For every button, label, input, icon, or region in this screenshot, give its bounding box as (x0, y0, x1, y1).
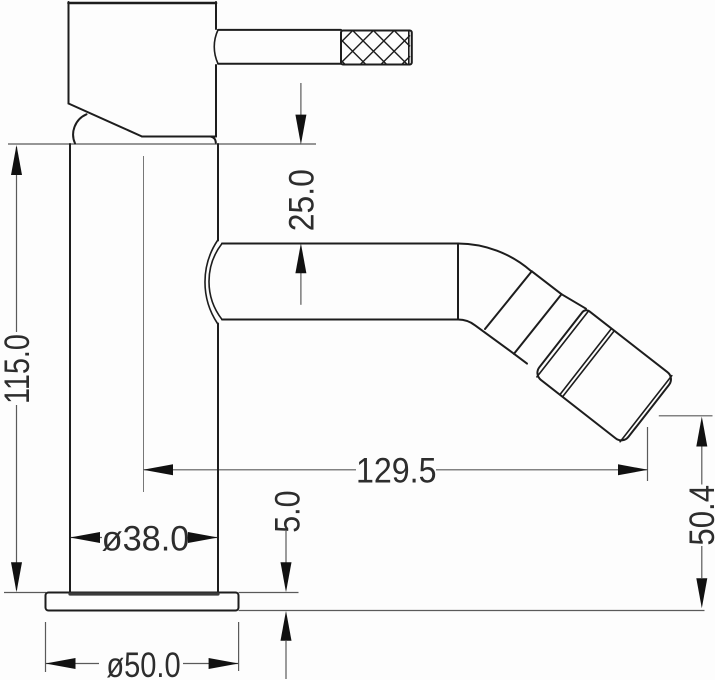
svg-text:25.0: 25.0 (283, 169, 322, 231)
svg-text:5.0: 5.0 (267, 490, 306, 532)
svg-text:ø38.0: ø38.0 (102, 520, 190, 558)
svg-text:50.4: 50.4 (683, 485, 715, 546)
svg-text:ø50.0: ø50.0 (106, 645, 180, 680)
svg-text:129.5: 129.5 (356, 453, 437, 492)
svg-text:115.0: 115.0 (0, 334, 37, 404)
